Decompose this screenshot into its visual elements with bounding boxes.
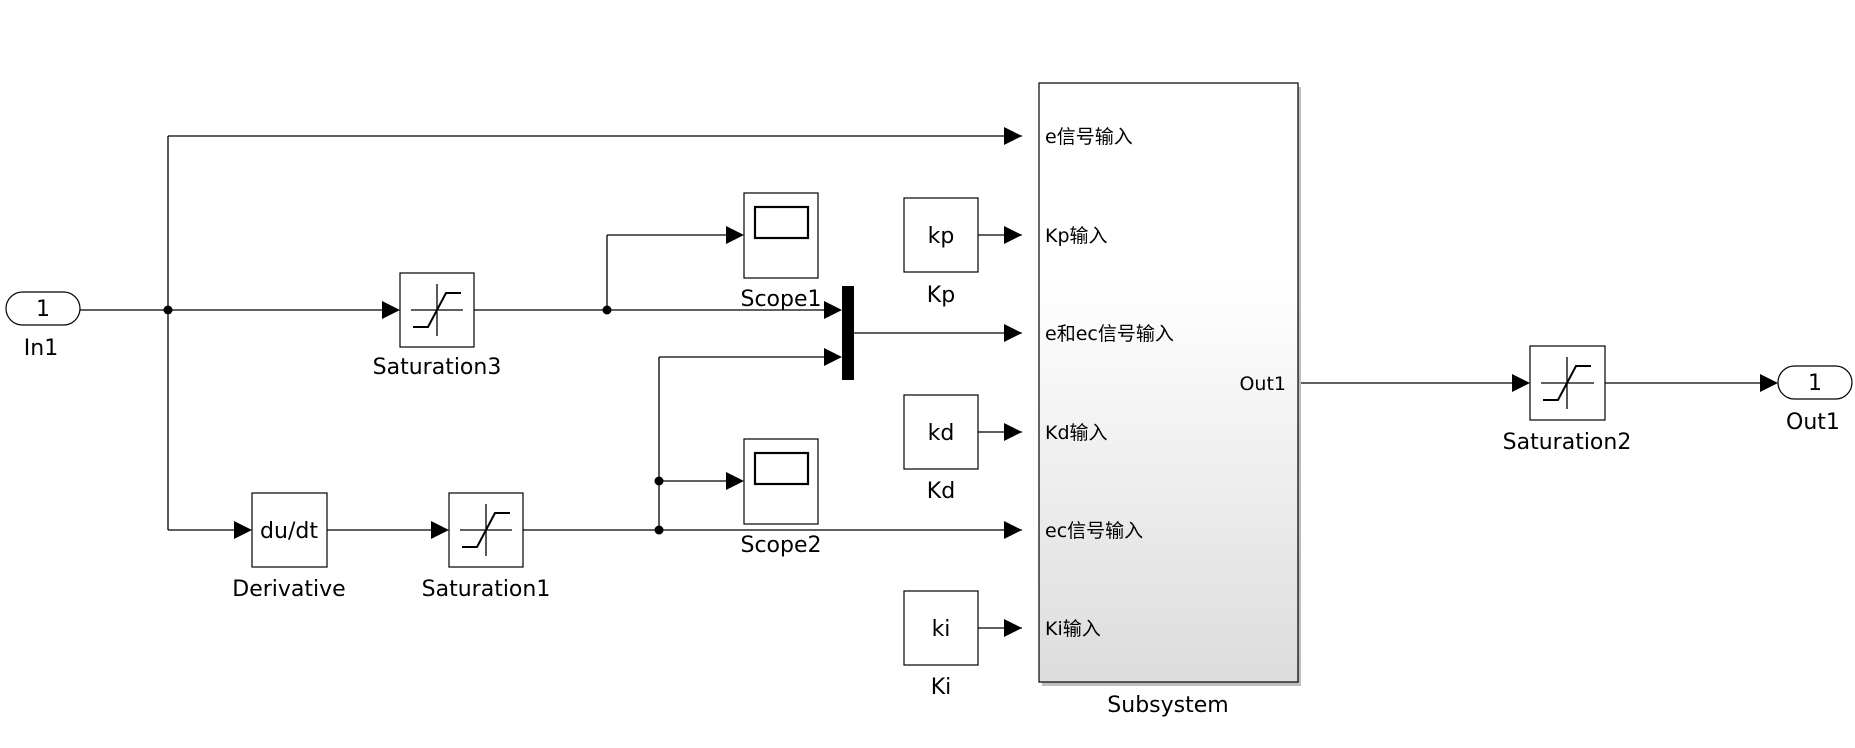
scope2-label: Scope2 [740,533,821,558]
signal-lines [80,135,1760,629]
arrowhead [824,348,842,366]
saturation1-block[interactable]: Saturation1 [422,492,551,602]
subsystem-input-ec: ec信号输入 [1045,520,1143,542]
kp-label: Kp [927,283,955,308]
junction-dot [654,525,664,535]
subsystem-input-e-ec: e和ec信号输入 [1045,323,1174,345]
mux-block[interactable] [842,286,854,380]
derivative-block-shape[interactable] [251,492,328,568]
derivative-block[interactable]: du/dt Derivative [232,492,346,602]
scope-screen-icon [753,205,810,240]
constant-block-shape[interactable] [903,590,979,666]
subsystem-output-out1: Out1 [1239,373,1286,395]
scope1-label: Scope1 [740,287,821,312]
arrowhead [382,301,400,319]
kd-label: Kd [927,479,955,504]
junction-dot [602,305,612,315]
arrowhead [824,301,842,319]
inport-label: In1 [24,336,58,361]
gain-kp-block[interactable]: kp Kp [903,197,979,308]
junction-dot [654,476,664,486]
scope1-block[interactable]: Scope1 [740,192,822,312]
arrowhead [1004,127,1022,145]
saturation3-block[interactable]: Saturation3 [373,272,502,380]
saturation2-label: Saturation2 [1503,430,1632,455]
inport-number: 1 [36,297,50,322]
constant-block-shape[interactable] [903,394,979,470]
arrowhead [234,521,252,539]
arrowhead [726,226,744,244]
saturation2-block[interactable]: Saturation2 [1503,345,1632,455]
derivative-expression: du/dt [260,519,318,544]
arrowhead [726,472,744,490]
outport-label: Out1 [1786,410,1840,435]
saturation-icon [411,284,463,336]
subsystem-input-kd: Kd输入 [1045,422,1108,444]
arrowhead [1004,423,1022,441]
arrowheads [234,127,1778,637]
kp-value: kp [928,224,955,249]
subsystem-input-e: e信号输入 [1045,126,1133,148]
saturation3-label: Saturation3 [373,355,502,380]
arrowhead [1004,324,1022,342]
scope-screen-icon [753,451,810,486]
kd-value: kd [928,421,955,446]
derivative-label: Derivative [232,577,345,602]
gain-ki-block[interactable]: ki Ki [903,590,979,700]
scope2-block[interactable]: Scope2 [740,438,822,558]
saturation-icon [1541,357,1594,409]
subsystem-input-kp: Kp输入 [1045,225,1108,247]
junction-dot [163,305,173,315]
arrowhead [431,521,449,539]
ki-value: ki [932,617,951,642]
mux-bar[interactable] [842,286,854,380]
arrowhead [1004,226,1022,244]
subsystem-block[interactable]: e信号输入 Kp输入 e和ec信号输入 Kd输入 ec信号输入 Ki输入 Out… [1038,82,1301,718]
arrowhead [1760,374,1778,392]
outport-number: 1 [1808,371,1822,396]
inport-shape[interactable] [5,291,81,326]
outport-out1[interactable]: 1 Out1 [1777,365,1853,435]
inport-in1[interactable]: 1 In1 [5,291,81,361]
ki-label: Ki [931,675,952,700]
subsystem-input-ki: Ki输入 [1045,618,1101,640]
arrowhead [1512,374,1530,392]
arrowhead [1004,619,1022,637]
constant-block-shape[interactable] [903,197,979,273]
subsystem-shape[interactable] [1038,82,1299,683]
saturation1-label: Saturation1 [422,577,551,602]
saturation-icon [460,504,512,556]
subsystem-label: Subsystem [1107,693,1228,718]
junction-dots [163,305,664,535]
gain-kd-block[interactable]: kd Kd [903,394,979,504]
outport-shape[interactable] [1777,365,1853,400]
arrowhead [1004,521,1022,539]
